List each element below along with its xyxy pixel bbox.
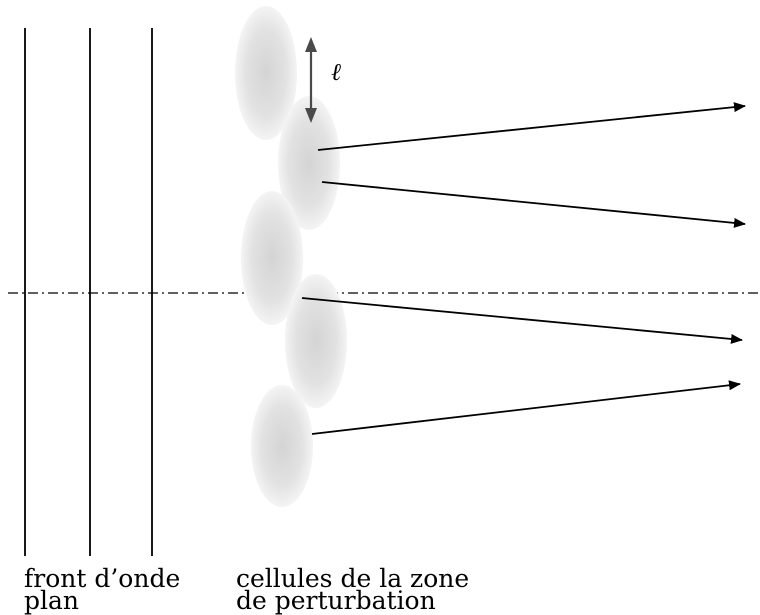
correlation-length-symbol: ℓ: [331, 58, 341, 86]
cells-caption-line-2: de perturbation: [236, 586, 436, 615]
scattered-ray-1: [317, 102, 746, 151]
scattered-ray-2: [321, 181, 746, 228]
perturbation-cell-2: [278, 96, 340, 230]
cells-caption: cellules de la zone de perturbation: [236, 564, 470, 615]
scattered-ray-3: [301, 297, 743, 344]
scattered-ray-4: [311, 380, 741, 435]
perturbation-cell-5: [251, 385, 313, 507]
wavefront-caption-line-1: front d’onde: [24, 564, 181, 593]
perturbation-cell-4: [285, 274, 347, 408]
wavefront-caption: front d’onde plan: [24, 564, 181, 615]
scale-arrow-head-top: [305, 37, 317, 52]
wavefront-caption-line-2: plan: [24, 586, 80, 615]
perturbation-cell-3: [241, 191, 303, 325]
perturbation-cell-1: [235, 6, 297, 140]
cells-caption-line-1: cellules de la zone: [236, 564, 470, 593]
scale-arrow-head-bottom: [305, 108, 317, 123]
